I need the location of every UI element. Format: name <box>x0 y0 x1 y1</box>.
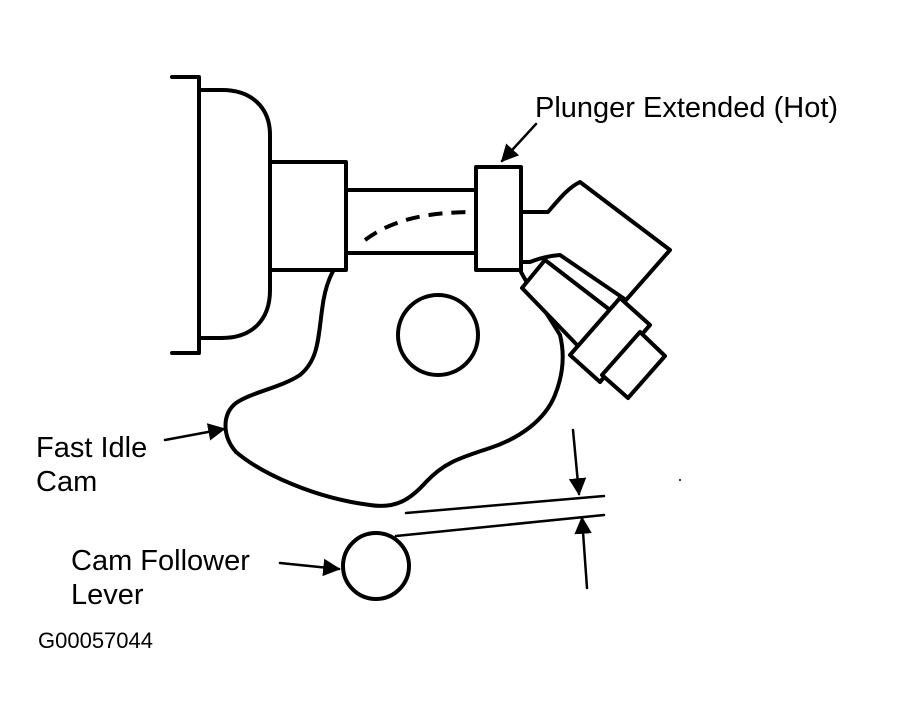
follower-callout-arrow <box>278 558 341 577</box>
clearance-arrow-bottom <box>574 516 592 590</box>
fast-idle-cam-label-line2: Cam <box>36 466 97 498</box>
adjuster-screw <box>600 330 667 400</box>
figure-code: G00057044 <box>38 628 153 653</box>
cam-follower-label-line2: Lever <box>71 579 144 611</box>
clearance-arrow-top <box>568 428 587 496</box>
actuator-shaft <box>344 188 478 255</box>
clearance-line-upper <box>404 494 606 515</box>
cam-pivot <box>396 293 480 377</box>
adjuster-nut <box>568 296 652 384</box>
diaphragm-housing <box>197 88 272 340</box>
mounting-bracket <box>170 75 201 355</box>
elbow-connector <box>519 180 672 302</box>
cam-follower-lever <box>341 531 411 601</box>
fast-idle-cam-label-line1: Fast Idle <box>36 432 147 464</box>
plunger-callout-arrow <box>500 122 538 163</box>
actuator-body <box>268 160 348 272</box>
plunger-collar <box>474 165 523 272</box>
fast-idle-cam <box>223 253 565 508</box>
clearance-line-lower <box>394 513 606 538</box>
cam-follower-label-line1: Cam Follower <box>71 545 250 577</box>
cam-callout-arrow <box>163 423 226 442</box>
plunger-label: Plunger Extended (Hot) <box>535 92 838 124</box>
stray-dot <box>679 479 681 481</box>
plunger-internal-path <box>363 210 520 242</box>
